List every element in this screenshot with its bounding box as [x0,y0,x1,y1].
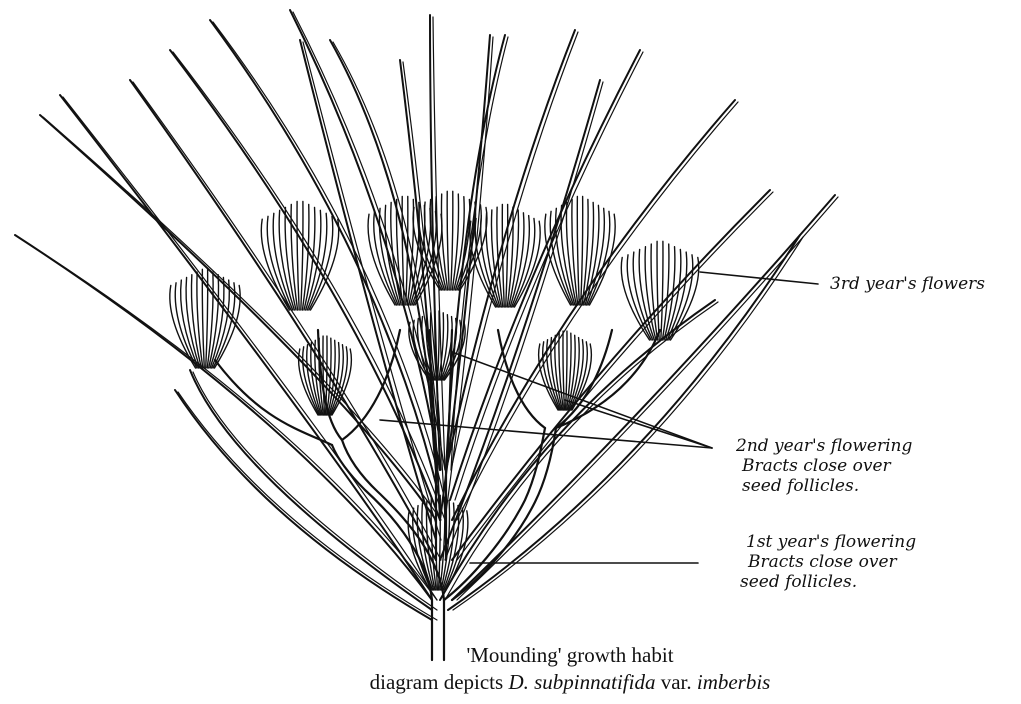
label-third-year: 3rd year's flowers [830,274,985,294]
caption-prefix: diagram depicts [370,670,509,694]
flower-bract [323,336,324,415]
leaf-edge [333,42,441,470]
leaf [452,100,735,520]
flower-head [621,241,698,340]
caption-title: 'Mounding' growth habit [400,643,740,668]
flower-bract [402,196,404,305]
leader-2nd-year-c [565,400,712,448]
flower-head [368,196,442,305]
caption-variety: imberbis [697,670,771,694]
label-second-year-line1: 2nd year's flowering [736,436,912,456]
flower-head [470,204,540,307]
flower-bract [447,191,449,290]
label-first-year-line3: seed follicles. [740,572,857,592]
flower-head [261,201,338,310]
label-first-year-line2: Bracts close over [748,552,897,572]
flower-bract [657,241,659,340]
flower-bract [297,201,299,310]
flower-head [545,196,615,305]
label-second-year-line2: Bracts close over [742,456,891,476]
leaf-edge [457,192,773,560]
flower-bract [563,331,564,410]
flower-bract [581,196,583,305]
caption-genus: D. subpinnatifida [508,670,655,694]
label-first-year-line1: 1st year's flowering [746,532,916,552]
leaf [452,190,770,560]
leaf [60,95,432,600]
caption-subtitle: diagram depicts D. subpinnatifida var. i… [300,670,840,695]
leaf [210,20,440,500]
flower-bract [661,241,663,340]
leaf [175,390,432,620]
flower-bract [438,311,440,380]
flower-bract [577,196,579,305]
flower-bract [301,201,303,310]
label-second-year-line3: seed follicles. [742,476,859,496]
caption-mid: var. [655,670,696,694]
flower-bract [506,204,508,307]
leaf-edge [457,102,738,520]
flower-bract [566,331,567,410]
flower-bract [451,191,453,290]
